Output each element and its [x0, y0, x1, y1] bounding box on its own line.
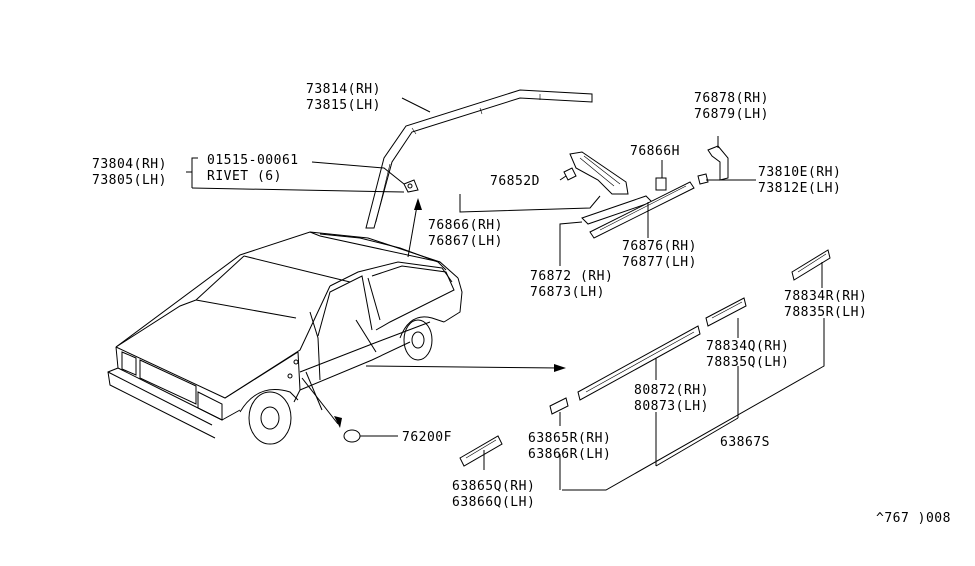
label-78834q: 78834Q(RH)	[706, 339, 789, 354]
label-73805: 73805(LH)	[92, 173, 167, 188]
label-63866r: 63866R(LH)	[528, 447, 611, 462]
label-73804: 73804(RH)	[92, 157, 167, 172]
belt-molding-inner-part	[589, 181, 695, 239]
label-76200f: 76200F	[402, 430, 452, 445]
door-molding-part	[577, 325, 701, 401]
label-76866rh: 76866(RH)	[428, 218, 503, 233]
label-63865q: 63865Q(RH)	[452, 479, 535, 494]
pillar-finisher-part	[569, 151, 629, 195]
front-molding-small-part	[549, 397, 569, 415]
diagram-reference-code: ^767 )008	[876, 511, 951, 526]
leader-lines	[186, 97, 825, 491]
label-73815: 73815(LH)	[306, 98, 381, 113]
label-80873: 80873(LH)	[634, 399, 709, 414]
grommet-part	[343, 429, 361, 443]
label-78835r: 78835R(LH)	[784, 305, 867, 320]
car-illustration	[107, 231, 463, 445]
end-clip-part	[697, 173, 709, 185]
label-76879: 76879(LH)	[694, 107, 769, 122]
label-73814: 73814(RH)	[306, 82, 381, 97]
label-63867s: 63867S	[720, 435, 770, 450]
label-76877: 76877(LH)	[622, 255, 697, 270]
roof-drip-molding-part	[365, 89, 593, 229]
label-73812e: 73812E(LH)	[758, 181, 841, 196]
label-76852d: 76852D	[490, 174, 540, 189]
corner-finisher-part	[707, 145, 729, 181]
label-78835q: 78835Q(LH)	[706, 355, 789, 370]
label-80872: 80872(RH)	[634, 383, 709, 398]
label-73810e: 73810E(RH)	[758, 165, 841, 180]
clip-76852d-part	[563, 167, 577, 181]
rear-molding-lower-part	[705, 297, 747, 327]
label-76866h: 76866H	[630, 144, 680, 159]
car-arrows	[301, 198, 566, 428]
label-76872: 76872 (RH)	[530, 269, 613, 284]
label-76873: 76873(LH)	[530, 285, 605, 300]
label-76867lh: 76867(LH)	[428, 234, 503, 249]
front-fender-molding-part	[459, 435, 503, 467]
label-63866q: 63866Q(LH)	[452, 495, 535, 510]
rear-molding-upper-part	[791, 249, 831, 281]
label-63865r: 63865R(RH)	[528, 431, 611, 446]
rivet-part	[403, 179, 419, 193]
label-76878: 76878(RH)	[694, 91, 769, 106]
label-78834r: 78834R(RH)	[784, 289, 867, 304]
clip-76866h-part	[655, 177, 667, 191]
part-labels: 73814(RH) 73815(LH) 73804(RH) 73805(LH) …	[92, 82, 951, 526]
label-rivet: RIVET (6)	[207, 169, 282, 184]
label-01515: 01515-00061	[207, 153, 299, 168]
label-76876: 76876(RH)	[622, 239, 697, 254]
